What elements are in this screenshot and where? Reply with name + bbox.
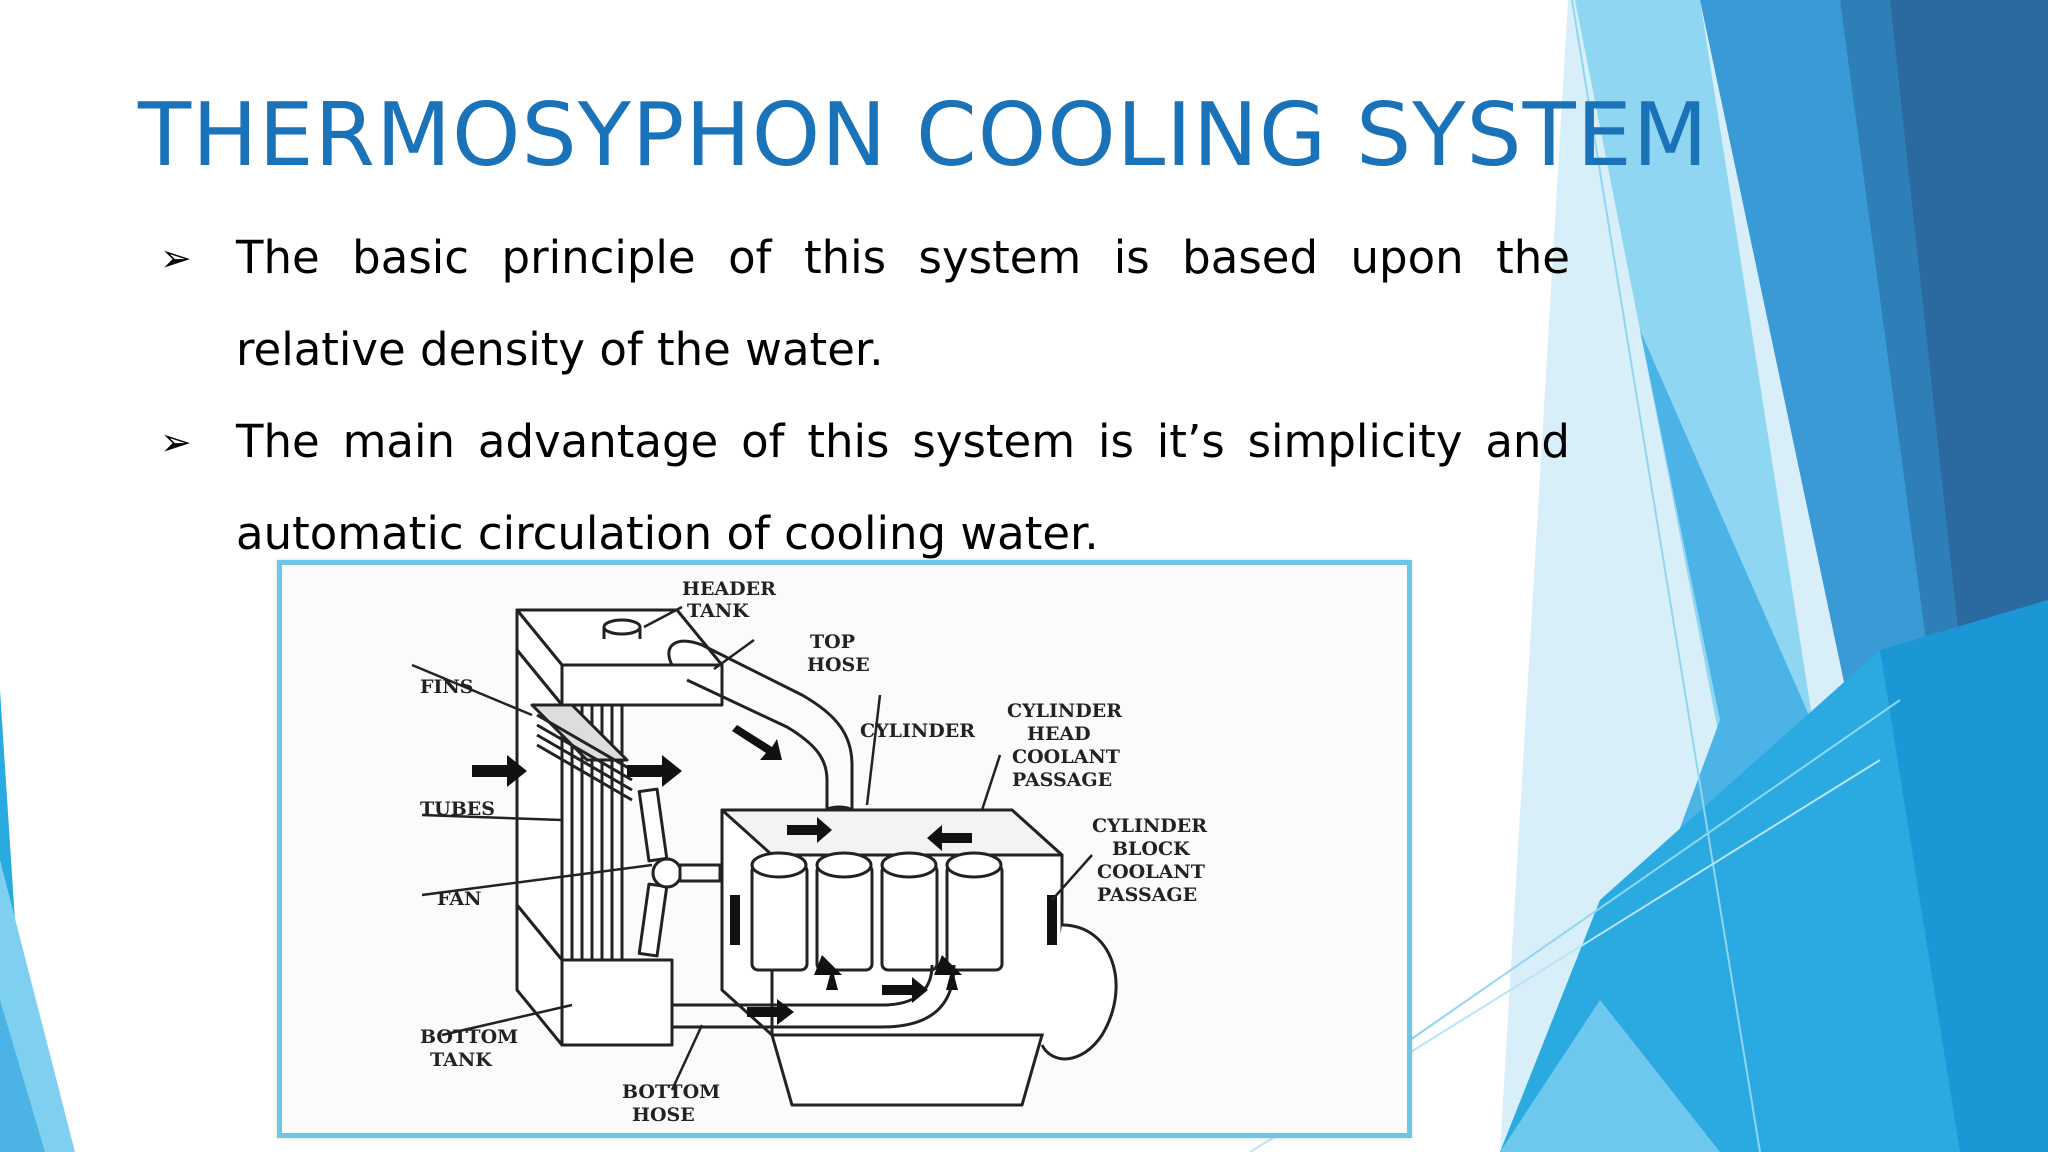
label-cylinder-head: PASSAGE (1012, 769, 1112, 791)
arrow-bullet-icon: ➢ (160, 236, 192, 280)
label-top-hose: HOSE (807, 654, 870, 676)
label-top-hose: TOP (810, 631, 855, 653)
svg-text:FINS: FINS (420, 676, 473, 698)
label-cylinder-block: CYLINDER (1092, 815, 1207, 837)
label-cylinder-block: COOLANT (1097, 861, 1205, 883)
label-cylinder-head: HEAD (1027, 723, 1091, 745)
label-bottom-tank: TANK (430, 1049, 493, 1071)
svg-text:BLOCK: BLOCK (1112, 838, 1191, 860)
arrow-bullet-icon: ➢ (160, 420, 192, 464)
label-fan: FAN (437, 888, 482, 910)
svg-text:CYLINDER: CYLINDER (1007, 700, 1122, 722)
bullet-text: The basic principle of this system is ba… (236, 231, 1570, 376)
label-cylinder-head: COOLANT (1012, 746, 1120, 768)
label-cylinder-head: CYLINDER (1007, 700, 1122, 722)
label-bottom-hose: HOSE (632, 1104, 695, 1126)
bullet-item: ➢ The main advantage of this system is i… (160, 396, 1570, 580)
svg-text:TANK: TANK (687, 600, 750, 622)
label-cylinder-block: PASSAGE (1097, 884, 1197, 906)
svg-text:COOLANT: COOLANT (1012, 746, 1120, 768)
label-fins: FINS (420, 676, 473, 698)
svg-text:CYLINDER: CYLINDER (860, 720, 975, 742)
bullet-item: ➢ The basic principle of this system is … (160, 212, 1570, 396)
cooling-system-diagram: HEADER TANK TOP HOSE FINS CYLINDER CYLIN… (411, 578, 1207, 1126)
label-cylinder-block: BLOCK (1112, 838, 1191, 860)
label-bottom-tank: BOTTOM (420, 1026, 518, 1048)
label-header-tank: HEADER (682, 578, 776, 600)
svg-text:TOP: TOP (810, 631, 855, 653)
svg-text:TANK: TANK (430, 1049, 493, 1071)
svg-text:HOSE: HOSE (632, 1104, 695, 1126)
svg-text:PASSAGE: PASSAGE (1097, 884, 1197, 906)
bullet-list: ➢ The basic principle of this system is … (160, 212, 1570, 580)
svg-text:HOSE: HOSE (807, 654, 870, 676)
svg-text:HEADER: HEADER (682, 578, 776, 600)
svg-text:CYLINDER: CYLINDER (1092, 815, 1207, 837)
svg-text:PASSAGE: PASSAGE (1012, 769, 1112, 791)
svg-text:TUBES: TUBES (420, 798, 495, 820)
label-header-tank: TANK (687, 600, 750, 622)
svg-text:BOTTOM: BOTTOM (420, 1026, 518, 1048)
label-cylinder: CYLINDER (860, 720, 975, 742)
diagram-frame: HEADER TANK TOP HOSE FINS CYLINDER CYLIN… (277, 560, 1412, 1138)
bullet-text: The main advantage of this system is it’… (236, 415, 1570, 560)
svg-text:FAN: FAN (437, 888, 482, 910)
slide-title: THERMOSYPHON COOLING SYSTEM (138, 84, 1709, 186)
label-tubes: TUBES (420, 798, 495, 820)
svg-text:COOLANT: COOLANT (1097, 861, 1205, 883)
svg-text:HEAD: HEAD (1027, 723, 1091, 745)
label-bottom-hose: BOTTOM (622, 1081, 720, 1103)
svg-text:BOTTOM: BOTTOM (622, 1081, 720, 1103)
